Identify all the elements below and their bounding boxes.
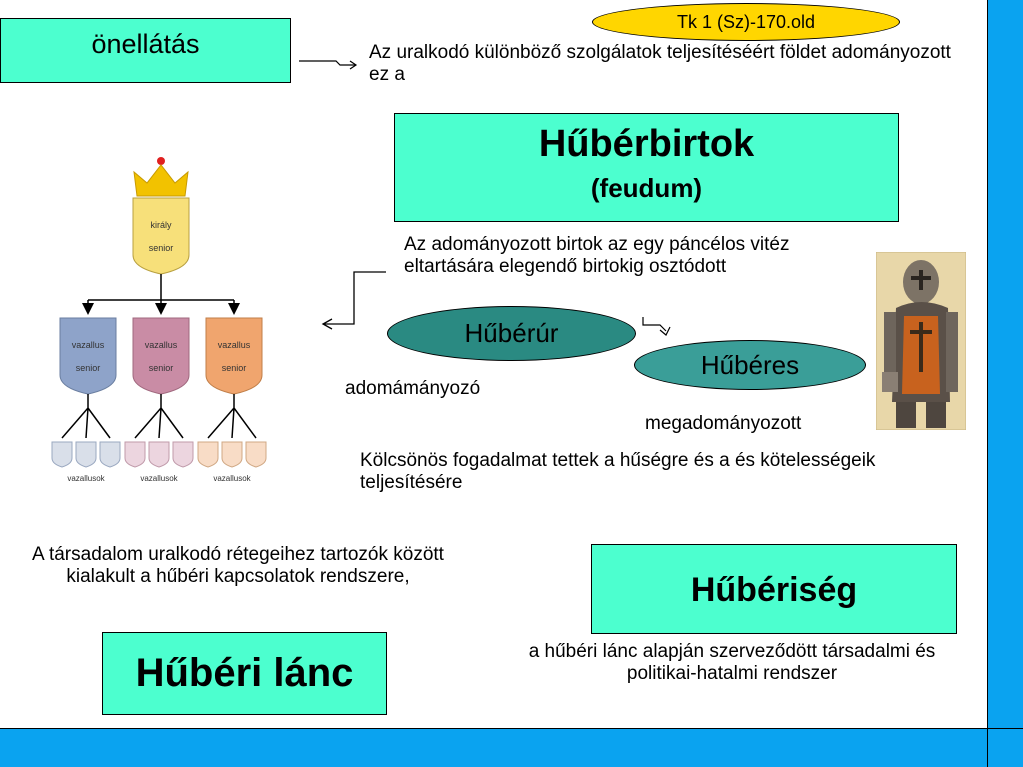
- subvassal-label-2: vazallusok: [140, 474, 178, 483]
- subvassal-label-3: vazallusok: [213, 474, 251, 483]
- huberiseg-box: Hűbériség: [591, 544, 957, 634]
- hubirbirtok-subtitle: (feudum): [590, 173, 703, 203]
- onellatas-definition: Az uralkodó különböző szolgálatok teljes…: [369, 42, 951, 85]
- onellatas-box: önellátás: [0, 18, 291, 83]
- reference-tag-text: Tk 1 (Sz)-170.old: [676, 11, 816, 32]
- svg-text:vazallus: vazallus: [218, 340, 251, 350]
- hubirbirtok-definition: Az adományozott birtok az egy páncélos v…: [404, 234, 790, 277]
- knight-image: [876, 252, 966, 430]
- huberiseg-definition: a hűbéri lánc alapján szerveződött társa…: [528, 641, 936, 684]
- huberiseg-title: Hűbériség: [690, 571, 858, 609]
- feudal-hierarchy-diagram: király senior vazallus senior vazallus s…: [51, 157, 267, 483]
- vassal-group-3: vazallus senior: [205, 317, 263, 395]
- huberur-caption: adomámányozó: [345, 378, 481, 399]
- huberes-node: Hűbéres: [634, 340, 866, 390]
- frame-corner: [987, 728, 1023, 767]
- subvassal-label-1: vazallusok: [67, 474, 105, 483]
- right-frame-bar: [987, 0, 1023, 767]
- svg-text:senior: senior: [76, 363, 101, 373]
- huberur-node: Hűbérúr: [387, 306, 636, 361]
- huberes-caption: megadományozott: [645, 413, 802, 434]
- king-label: király: [150, 220, 172, 230]
- king-shield: [132, 197, 190, 275]
- king-role: senior: [149, 243, 174, 253]
- arrow-to-hierarchy: [321, 271, 386, 330]
- hubirbirtok-title: Hűbérbirtok: [538, 123, 755, 165]
- hubirbirtok-box: Hűbérbirtok (feudum): [394, 113, 899, 222]
- bottom-frame-bar: [0, 728, 1023, 767]
- svg-text:senior: senior: [149, 363, 174, 373]
- reference-tag: Tk 1 (Sz)-170.old: [592, 3, 900, 41]
- onellatas-label: önellátás: [91, 29, 200, 59]
- huberi-lanc-box: Hűbéri lánc: [102, 632, 387, 715]
- svg-text:vazallus: vazallus: [145, 340, 178, 350]
- arrow-huberur-to-huberes: [642, 317, 671, 336]
- crown-icon: [133, 157, 189, 197]
- svg-text:vazallus: vazallus: [72, 340, 105, 350]
- svg-text:senior: senior: [222, 363, 247, 373]
- huberur-label: Hűbérúr: [464, 318, 559, 348]
- huberes-label: Hűbéres: [700, 349, 800, 380]
- vassal-group-1: vazallus senior: [59, 317, 117, 395]
- vassal-group-2: vazallus senior: [132, 317, 190, 395]
- oath-text: Kölcsönös fogadalmat tettek a hűségre és…: [360, 450, 876, 493]
- huberi-lanc-definition: A társadalom uralkodó rétegeihez tartozó…: [32, 544, 444, 587]
- arrow-onellatas: [299, 60, 358, 70]
- huberi-lanc-title: Hűbéri lánc: [135, 651, 354, 695]
